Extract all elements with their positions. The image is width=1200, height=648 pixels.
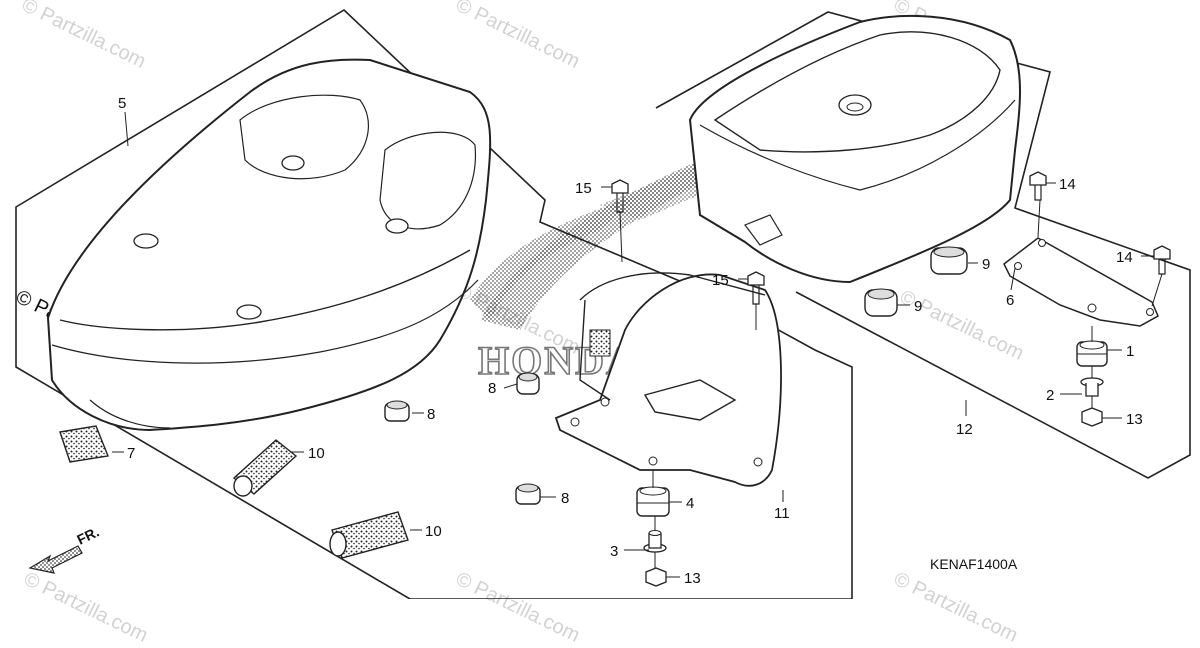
callout-10a: 10: [308, 445, 325, 462]
grommet-part-1[interactable]: [1076, 340, 1108, 367]
main-seat[interactable]: [46, 58, 492, 432]
callout-11: 11: [774, 505, 790, 522]
bolt-part-14-a[interactable]: [1029, 171, 1047, 201]
front-arrow-label: FR.: [74, 523, 101, 547]
callout-10b: 10: [425, 523, 442, 540]
rubber-part-8-b[interactable]: [516, 372, 540, 395]
rear-seat-part-12[interactable]: [688, 14, 1021, 284]
nut-part-13-a[interactable]: [1081, 407, 1103, 427]
callout-14b: 14: [1116, 249, 1133, 266]
callout-6: 6: [1006, 292, 1014, 309]
rubber-part-9-b[interactable]: [864, 288, 898, 317]
callout-9b: 9: [914, 298, 922, 315]
cushion-part-10-upper[interactable]: [232, 439, 298, 497]
rubber-part-8-a[interactable]: [384, 400, 410, 422]
callout-8c: 8: [561, 490, 569, 507]
callout-labels: 5 7 10 8 8 8 10 15 15 4 3 13 11 9 9 6 14…: [118, 95, 1143, 587]
callout-3: 3: [610, 543, 618, 560]
rubber-part-8-c[interactable]: [515, 483, 541, 505]
callout-14a: 14: [1059, 176, 1076, 193]
rubber-part-9-a[interactable]: [930, 246, 968, 275]
callout-5: 5: [118, 95, 126, 112]
callout-8b: 8: [488, 380, 496, 397]
front-direction-arrow: FR.: [28, 523, 102, 574]
cushion-part-10-lower[interactable]: [329, 511, 409, 559]
callout-4: 4: [686, 495, 694, 512]
bolt-part-15-b[interactable]: [747, 271, 765, 305]
callout-1: 1: [1126, 343, 1134, 360]
seat-pad-part-7[interactable]: [59, 425, 109, 463]
parts-diagram: © Partzilla.com © Partzilla.com © Partzi…: [12, 0, 1191, 647]
collar-part-2[interactable]: [1080, 377, 1104, 397]
callout-13a: 13: [1126, 411, 1143, 428]
callout-15a: 15: [575, 180, 592, 197]
callout-13b: 13: [684, 570, 701, 587]
callout-9a: 9: [982, 256, 990, 273]
collar-part-3[interactable]: [643, 530, 667, 553]
callout-7: 7: [127, 445, 135, 462]
callout-12: 12: [956, 421, 973, 438]
callout-8a: 8: [427, 406, 435, 423]
diagram-code: KENAF1400A: [930, 556, 1018, 572]
grommet-part-4[interactable]: [636, 486, 670, 517]
pillion-base-part-11[interactable]: [554, 272, 782, 487]
callout-15b: 15: [712, 272, 729, 289]
bracket-part-6[interactable]: [1003, 237, 1159, 327]
leader-lines: [112, 111, 1163, 578]
exploded-view: HONDA: [15, 9, 1191, 599]
callout-2: 2: [1046, 387, 1054, 404]
nut-part-13-b[interactable]: [645, 567, 667, 587]
